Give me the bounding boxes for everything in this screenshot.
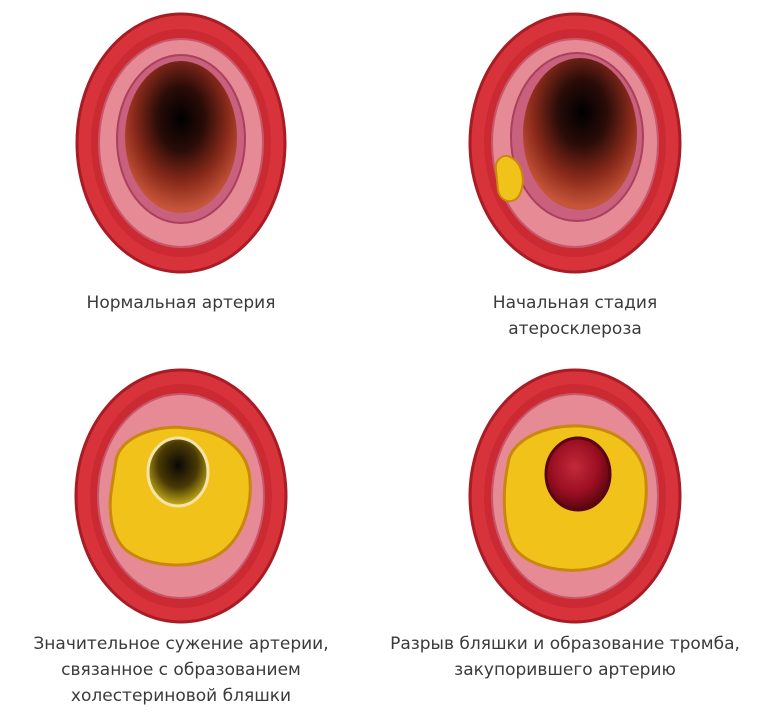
caption-line: Разрыв бляшки и образование тромба, — [380, 631, 750, 657]
plaque-rupture-thrombus-illustration — [468, 368, 682, 624]
thrombus — [546, 438, 610, 510]
normal-artery-illustration — [75, 12, 287, 274]
caption-line: холестериновой бляшки — [10, 683, 352, 709]
caption-early-atherosclerosis: Начальная стадия атеросклероза — [455, 290, 695, 342]
significant-narrowing-illustration — [74, 368, 288, 624]
caption-normal-artery: Нормальная артерия — [40, 290, 322, 316]
caption-line: связанное с образованием — [10, 657, 352, 683]
caption-line: Нормальная артерия — [40, 290, 322, 316]
early-atherosclerosis-illustration — [468, 12, 682, 274]
lumen — [523, 58, 637, 210]
caption-line: Начальная стадия — [455, 290, 695, 316]
lumen — [125, 61, 237, 213]
narrowed-lumen — [148, 438, 208, 506]
caption-line: атеросклероза — [455, 316, 695, 342]
caption-plaque-rupture-thrombus: Разрыв бляшки и образование тромба, заку… — [380, 631, 750, 683]
caption-significant-narrowing: Значительное сужение артерии, связанное … — [10, 631, 352, 709]
caption-line: закупорившего артерию — [380, 657, 750, 683]
caption-line: Значительное сужение артерии, — [10, 631, 352, 657]
